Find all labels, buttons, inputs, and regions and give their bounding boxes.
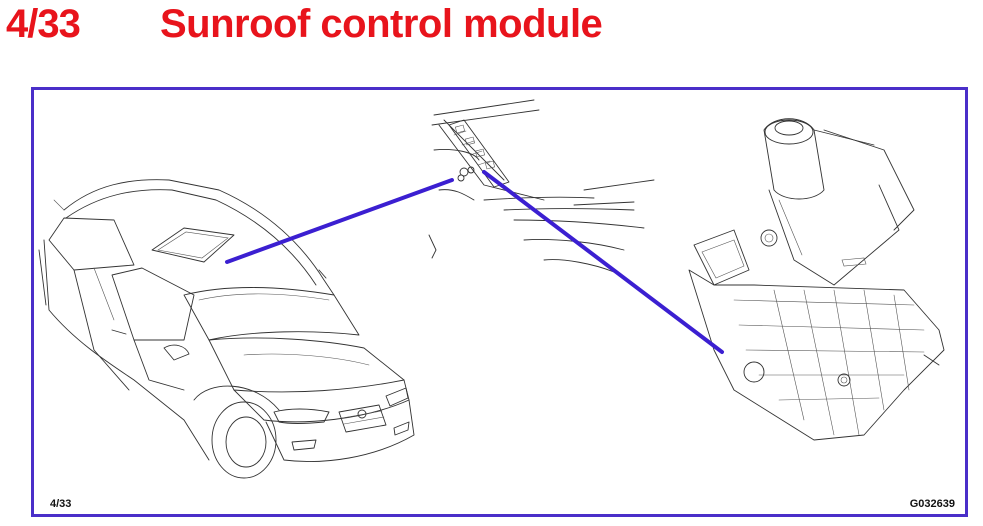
- illustration-frame: 4/33 G032639: [31, 87, 968, 517]
- page-number: 4/33: [6, 2, 81, 46]
- roof-console-detail: [318, 99, 655, 279]
- pointer-line-module: [482, 170, 724, 354]
- car-illustration: [38, 179, 415, 479]
- control-module-illustration: [688, 118, 945, 441]
- page-title: Sunroof control module: [160, 2, 603, 46]
- figure-code: G032639: [909, 498, 955, 510]
- figure-page-ref: 4/33: [50, 498, 72, 510]
- illustration-svg: [38, 99, 945, 479]
- pointer-line-car: [225, 178, 454, 264]
- title-row: 4/33 Sunroof control module: [0, 0, 983, 60]
- connector-marker: [457, 174, 465, 182]
